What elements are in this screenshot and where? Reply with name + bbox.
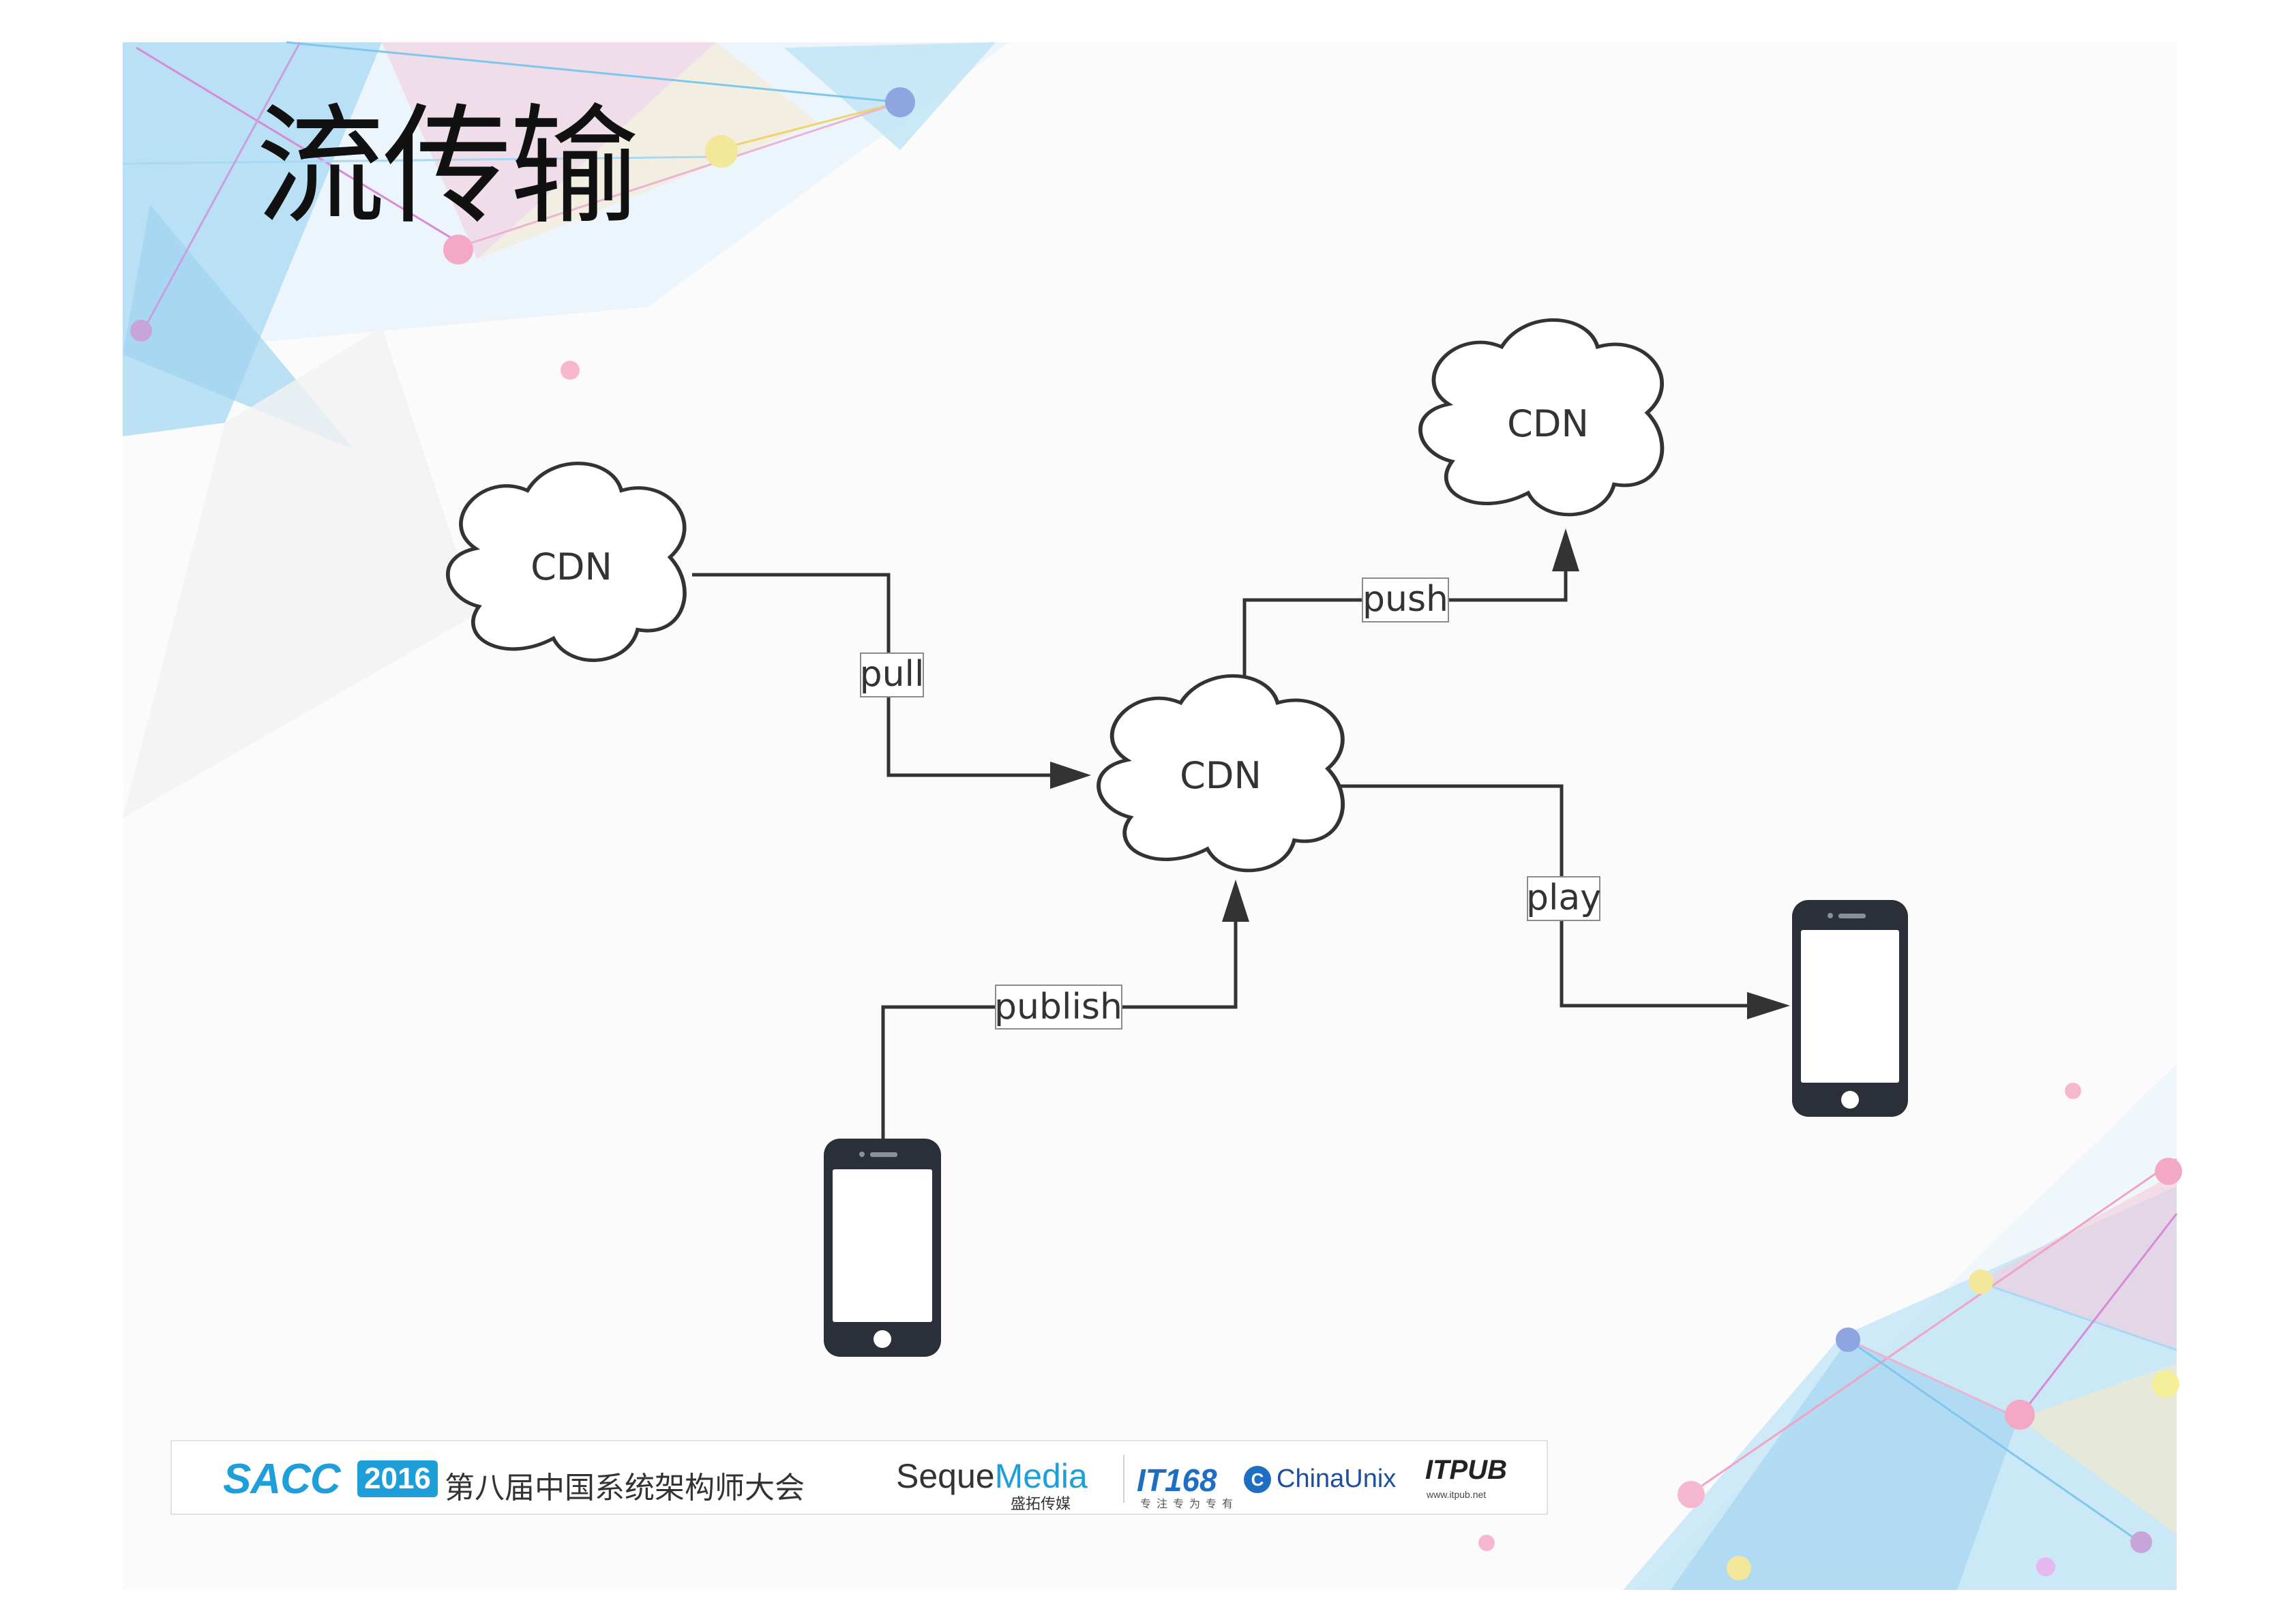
label-publish: publish xyxy=(994,985,1122,1030)
conference-name: 第八届中国系统架构师大会 xyxy=(445,1471,805,1505)
it168-logo: IT168 xyxy=(1137,1462,1217,1498)
svg-text:push: push xyxy=(1362,579,1448,620)
sequemedia-subtitle: 盛拓传媒 xyxy=(1011,1495,1071,1512)
cdn-cloud-center-label: CDN xyxy=(1180,754,1262,797)
it168-subtitle: 专注专为专有 xyxy=(1140,1499,1239,1510)
chinaunix-logo: ChinaUnix xyxy=(1277,1465,1397,1493)
footer-divider xyxy=(1123,1455,1124,1503)
footer-sponsor-bar: SACC 2016 第八届中国系统架构师大会 SequeMedia 盛拓传媒 I… xyxy=(170,1440,1548,1515)
sacc-logo: SACC xyxy=(223,1456,341,1503)
sacc-year-badge: 2016 xyxy=(357,1460,438,1497)
cdn-cloud-top-label: CDN xyxy=(1507,402,1589,445)
itpub-logo: ITPUB xyxy=(1425,1455,1507,1485)
sequemedia-logo: SequeMedia xyxy=(896,1457,1088,1495)
cdn-cloud-left-label: CDN xyxy=(531,545,612,588)
svg-text:pull: pull xyxy=(860,654,925,695)
slide-title: 流传输 xyxy=(256,91,639,242)
itpub-subtitle: www.itpub.net xyxy=(1427,1489,1487,1500)
phone-player xyxy=(1792,900,1908,1117)
label-pull: pull xyxy=(860,652,925,697)
phone-publisher xyxy=(824,1139,941,1357)
svg-text:publish: publish xyxy=(994,987,1122,1027)
label-push: push xyxy=(1362,577,1449,622)
svg-text:play: play xyxy=(1526,877,1601,918)
label-play: play xyxy=(1526,876,1601,921)
chinaunix-icon: C xyxy=(1244,1466,1271,1493)
